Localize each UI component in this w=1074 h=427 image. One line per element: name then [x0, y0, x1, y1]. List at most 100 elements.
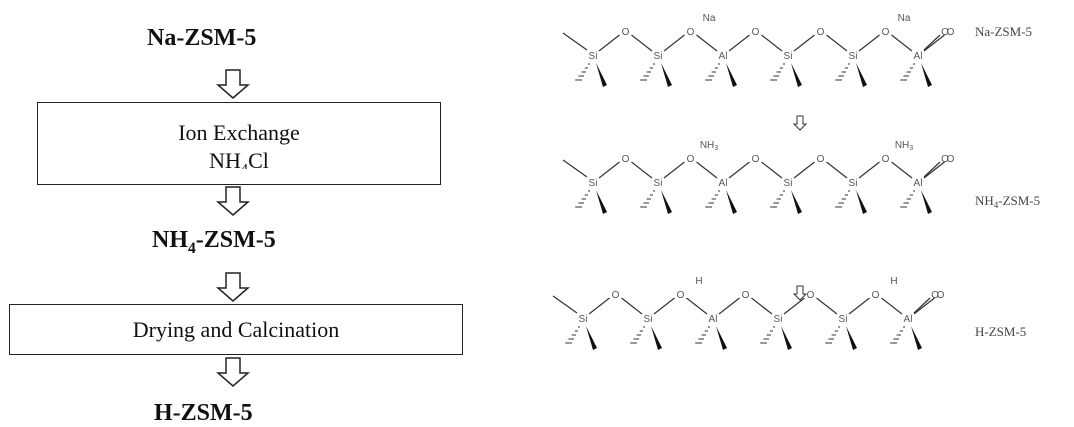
atom-label: O [882, 27, 890, 38]
down-arrow-icon [792, 115, 808, 131]
bond-line [848, 297, 870, 315]
wedge-bond [856, 63, 867, 87]
bond-line [761, 34, 783, 52]
atom-label: Al [719, 51, 728, 62]
bond-line [891, 161, 913, 179]
bond-line [783, 297, 805, 315]
atom-label: O [752, 27, 760, 38]
bond-line [881, 297, 903, 315]
wedge-bond [661, 190, 672, 214]
bond-line [598, 34, 620, 52]
atom-label: Al [904, 314, 913, 325]
bond-line [598, 161, 620, 179]
cation-label: Na [898, 13, 911, 24]
atom-label: O [947, 154, 955, 165]
bond-line [891, 34, 913, 52]
intermediate-label: NH4-ZSM-5 [152, 227, 276, 257]
bond-line [696, 34, 718, 52]
atom-label: Si [579, 314, 588, 325]
atom-label: Al [709, 314, 718, 325]
down-arrow-icon [792, 285, 808, 301]
atom-label: Al [914, 51, 923, 62]
wedge-bond [791, 63, 802, 87]
atom-label: Si [849, 51, 858, 62]
wedge-bond [791, 190, 802, 214]
down-arrow-icon [216, 272, 250, 302]
wedge-bond [911, 326, 922, 350]
wedge-bond [726, 63, 737, 87]
wedge-bond [661, 63, 672, 87]
cation-label: Na [703, 13, 716, 24]
cation-label: H [890, 276, 897, 287]
wedge-bond [921, 190, 932, 214]
end-label: H-ZSM-5 [154, 400, 253, 426]
bond-line [653, 297, 675, 315]
atom-label: Si [654, 51, 663, 62]
bond-line [826, 161, 848, 179]
wedge-bond [586, 326, 597, 350]
cation-label: NH3 [700, 140, 718, 152]
structure-name: Na-ZSM-5 [975, 24, 1032, 39]
down-arrow-icon [216, 186, 250, 216]
atom-label: O [687, 154, 695, 165]
atom-label: O [872, 290, 880, 301]
atom-label: O [817, 27, 825, 38]
drying-calcination-label: Drying and Calcination [132, 316, 340, 342]
bond-line [562, 32, 588, 51]
ion-exchange-box: Ion Exchange NH4Cl [37, 102, 441, 185]
atom-label: O [941, 27, 949, 38]
structure-name: H-ZSM-5 [975, 324, 1026, 339]
down-arrow-icon [216, 69, 250, 99]
wedge-bond [921, 63, 932, 87]
atom-label: O [752, 154, 760, 165]
reagent-label: NH4Cl [209, 147, 269, 169]
bond-line [923, 34, 945, 52]
wedge-bond [726, 190, 737, 214]
atom-label: Si [644, 314, 653, 325]
atom-label: Si [849, 178, 858, 189]
atom-label: O [807, 290, 815, 301]
bond-line [816, 297, 838, 315]
wedge-bond [651, 326, 662, 350]
ion-exchange-label: Ion Exchange [178, 119, 300, 145]
bond-line [923, 161, 945, 179]
atom-label: Si [774, 314, 783, 325]
start-label: Na-ZSM-5 [147, 25, 257, 51]
bond-line [761, 161, 783, 179]
bond-line [858, 34, 880, 52]
atom-label: O [941, 154, 949, 165]
bond-line [552, 295, 578, 314]
bond-line [728, 161, 750, 179]
atom-label: O [817, 154, 825, 165]
wedge-bond [846, 326, 857, 350]
wedge-bond [856, 190, 867, 214]
wedge-bond [781, 326, 792, 350]
atom-label: Si [839, 314, 848, 325]
atom-label: O [677, 290, 685, 301]
structure-name: NH4-ZSM-5 [975, 193, 1040, 210]
bond-line [663, 34, 685, 52]
atom-label: O [687, 27, 695, 38]
bond-line [913, 297, 931, 314]
bond-line [793, 161, 815, 179]
bond-line [923, 34, 941, 51]
bond-line [728, 34, 750, 52]
bond-line [663, 161, 685, 179]
wedge-bond [596, 190, 607, 214]
bond-line [696, 161, 718, 179]
bond-line [718, 297, 740, 315]
bond-line [793, 34, 815, 52]
bond-line [858, 161, 880, 179]
atom-label: Al [719, 178, 728, 189]
atom-label: O [937, 290, 945, 301]
wedge-bond [596, 63, 607, 87]
bond-line [562, 159, 588, 178]
atom-label: Si [784, 51, 793, 62]
bond-line [631, 161, 653, 179]
bond-line [621, 297, 643, 315]
bond-line [751, 297, 773, 315]
down-arrow-icon [216, 357, 250, 387]
atom-label: O [622, 27, 630, 38]
atom-label: Al [914, 178, 923, 189]
